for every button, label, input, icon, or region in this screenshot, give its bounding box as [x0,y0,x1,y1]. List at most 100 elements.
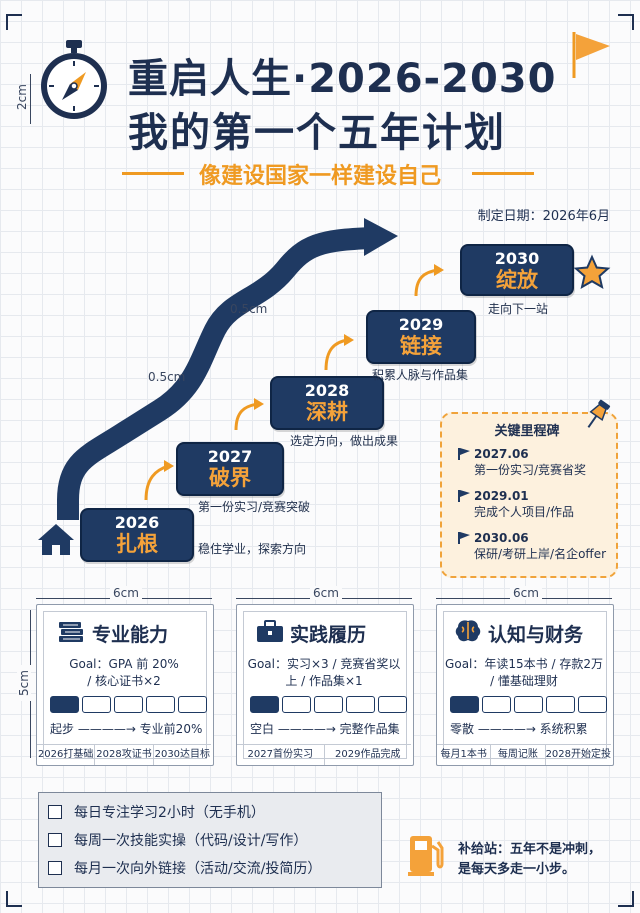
milestone-text: 完成个人项目/作品 [474,505,575,519]
stair-caption: 积累人脉与作品集 [372,368,469,382]
stair-caption: 第一份实习/竞赛突破 [198,500,311,514]
stair-word: 绽放 [496,268,538,293]
card-footer: 2026打基础 2028攻证书 2030达目标 [37,744,211,765]
stair-year: 2027 [207,447,253,466]
stair-caption: 走向下一站 [488,302,549,316]
width-label: 6cm [110,586,142,600]
footer-cell: 2030达目标 [152,745,211,765]
checkbox[interactable] [48,833,62,847]
progress-bar [250,696,407,713]
card-title: 专业能力 [92,624,169,646]
width-label: 6cm [310,586,342,600]
milestone-text: 保研/考研上岸/名企offer [474,547,607,561]
stair-2026: 2026 扎根 [80,508,194,562]
stair-2028: 2028 深耕 [270,376,384,430]
card-range: 起步 ————→ 专业前20% [50,722,203,736]
card-footer: 2027首份实习 2029作品完成 [237,744,411,765]
corner-bottom-left [6,891,22,907]
goal-line: Goal：实习×3 / 竞赛省奖以 [247,657,401,671]
card-goal: Goal：实习×3 / 竞赛省奖以 上 / 作品集×1 [242,656,406,690]
card-height-label: 5cm [17,665,31,701]
checklist-text: 每周一次技能实操（代码/设计/写作） [74,833,308,849]
milestone-date: 2029.01 [474,489,529,503]
habit-checklist [38,792,382,888]
stair-caption: 选定方向，做出成果 [290,434,399,448]
milestone-date: 2030.06 [474,531,529,545]
height-ruler [30,74,31,124]
briefcase-icon [256,620,284,648]
footer-cell: 2028开始定投 [544,745,611,765]
subtitle: 像建设国家一样建设自己 [198,164,441,189]
stair-word: 链接 [400,334,442,359]
growth-arrow [38,218,611,555]
stair-year: 2029 [398,315,444,334]
stair-word: 破界 [209,466,251,491]
card-title: 实践履历 [290,624,367,646]
milestone-text: 第一份实习/竞赛省奖 [474,463,587,477]
flag-icon [458,490,470,502]
subtitle-rule-left [122,172,184,175]
fuel-pump-icon [406,832,446,882]
progress-bar [50,696,207,713]
compass-icon [36,38,112,126]
card-goal: Goal：年读15本书 / 存款2万 / 懂基础理财 [442,656,606,690]
goal-line: Goal：年读15本书 / 存款2万 [445,657,603,671]
goal-line: / 核心证书×2 [87,674,161,688]
stair-2027: 2027 破界 [176,442,284,496]
checklist-item[interactable]: 每月一次向外链接（活动/交流/投简历） [48,858,321,878]
stair-year: 2030 [494,249,540,268]
card-range: 零散 ————→ 系统积累 [450,722,588,736]
corner-top-right [618,14,634,30]
plan-date: 制定日期：2026年6月 [477,209,610,224]
footer-cell: 2026打基础 [37,749,94,760]
stair-word: 扎根 [116,532,158,557]
corner-top-left [6,14,22,30]
supply-line2: 是每天多走一小步。 [458,862,576,877]
milestone-item: 2030.06 保研/考研上岸/名企offer [458,530,606,562]
card-goal: Goal：GPA 前 20% / 核心证书×2 [42,656,206,690]
pushpin-icon [582,398,612,436]
card-footer: 每月1本书 每周记账 2028开始定投 [437,744,611,765]
checklist-text: 每月一次向外链接（活动/交流/投简历） [74,861,322,877]
checklist-text: 每日专注学习2小时（无手机） [74,805,265,821]
goal-line: / 懂基础理财 [490,674,558,688]
books-icon [58,620,84,648]
stair-year: 2026 [114,513,160,532]
stair-2030: 2030 绽放 [460,244,574,296]
footer-cell: 2028攻证书 [94,745,152,765]
milestone-title: 关键里程碑 [494,424,560,439]
footer-cell: 每月1本书 [440,749,487,760]
star-icon [573,254,611,290]
rise-label-2: 0.5cm [230,302,268,316]
subtitle-rule-right [472,172,534,175]
card-range: 空白 ————→ 完整作品集 [250,722,400,736]
page-title: 重启人生·2026-2030 [128,56,557,102]
milestone-item: 2029.01 完成个人项目/作品 [458,488,574,520]
milestone-card [440,412,618,578]
rise-label-1: 0.5cm [148,370,186,384]
stair-year: 2028 [304,381,350,400]
flag-icon [458,532,470,544]
goal-line: 上 / 作品集×1 [285,674,363,688]
footer-cell: 2029作品完成 [323,745,412,765]
page-title-line2: 我的第一个五年计划 [128,110,506,156]
checkbox[interactable] [48,861,62,875]
stair-2029: 2029 链接 [366,310,476,364]
brain-icon [454,618,482,648]
checklist-item[interactable]: 每周一次技能实操（代码/设计/写作） [48,830,307,850]
pennant-flag-icon [570,30,612,84]
milestone-date: 2027.06 [474,447,529,461]
progress-bar [450,696,607,713]
checkbox[interactable] [48,805,62,819]
footer-cell: 每周记账 [490,745,544,765]
corner-bottom-right [618,891,634,907]
supply-line1: 补给站：五年不是冲刺， [458,842,602,857]
width-label: 6cm [510,586,542,600]
stair-word: 深耕 [306,400,348,425]
card-title: 认知与财务 [488,624,584,646]
milestone-item: 2027.06 第一份实习/竞赛省奖 [458,446,586,478]
home-icon [38,524,74,555]
flag-icon [458,448,470,460]
checklist-item[interactable]: 每日专注学习2小时（无手机） [48,802,265,822]
goal-line: Goal：GPA 前 20% [69,657,179,671]
